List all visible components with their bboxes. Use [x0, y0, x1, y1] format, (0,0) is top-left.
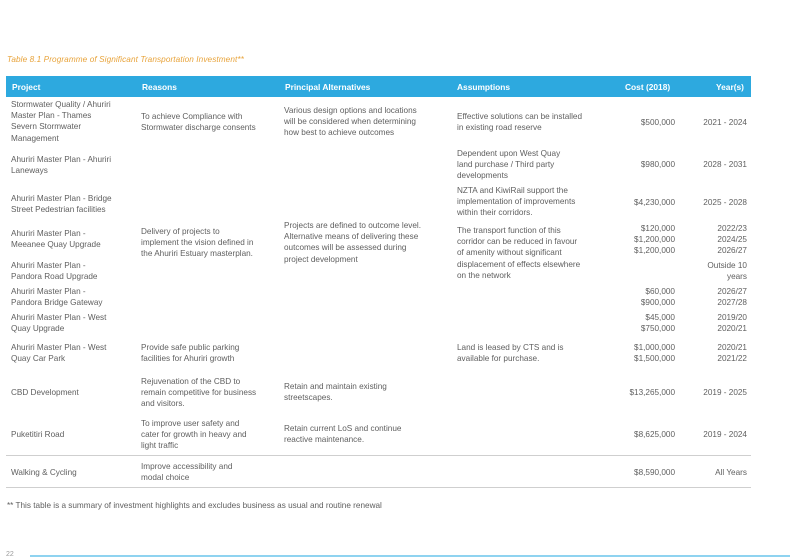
cell-project-pandora-bridge: Ahuriri Master Plan -Pandora Bridge Gate…	[11, 287, 103, 308]
cell-cost-pandora-bridge: $60,000$900,000	[640, 287, 675, 308]
table-bottom-rule	[6, 487, 751, 488]
cell-cost-puketitiri: $8,625,000	[634, 430, 675, 439]
cell-years-stormwater: 2021 - 2024	[703, 118, 747, 127]
cell-cost-cbd: $13,265,000	[629, 388, 675, 397]
table-header: Project Reasons Principal Alternatives A…	[6, 76, 751, 97]
cell-cost-laneways: $980,000	[640, 160, 675, 169]
cell-cost-west-quay-car: $1,000,000$1,500,000	[634, 343, 675, 364]
cell-years-bridge-street: 2025 - 2028	[703, 198, 747, 207]
header-reasons: Reasons	[142, 82, 177, 92]
footer-line	[30, 555, 790, 557]
header-project: Project	[12, 82, 41, 92]
header-alternatives: Principal Alternatives	[285, 82, 371, 92]
cell-project-puketitiri: Puketitiri Road	[11, 430, 65, 439]
cell-project-pandora-road: Ahuriri Master Plan -Pandora Road Upgrad…	[11, 261, 98, 282]
cell-cost-meeanee: $120,000$1,200,000$1,200,000	[634, 224, 675, 256]
cell-alternatives-ahuriri: Projects are defined to outcome level.Al…	[284, 221, 421, 264]
row-divider	[6, 455, 751, 456]
page-number: 22	[6, 551, 14, 558]
cell-cost-stormwater: $500,000	[640, 118, 675, 127]
header-cost: Cost (2018)	[625, 82, 671, 92]
cell-cost-walking: $8,590,000	[634, 468, 675, 477]
cell-years-cbd: 2019 - 2025	[703, 388, 747, 397]
cell-project-cbd: CBD Development	[11, 388, 79, 397]
header-assumptions: Assumptions	[457, 82, 511, 92]
cell-years-laneways: 2028 - 2031	[703, 160, 747, 169]
cell-years-puketitiri: 2019 - 2024	[703, 430, 747, 439]
table-caption: Table 8.1 Programme of Significant Trans…	[7, 55, 244, 64]
cell-project-walking: Walking & Cycling	[11, 468, 77, 477]
cell-project-meeanee: Ahuriri Master Plan -Meeanee Quay Upgrad…	[11, 229, 101, 250]
cell-cost-west-quay-upgrade: $45,000$750,000	[640, 313, 675, 334]
table-footnote: ** This table is a summary of investment…	[7, 501, 382, 510]
cell-cost-bridge-street: $4,230,000	[634, 198, 675, 207]
cell-years-walking: All Years	[715, 468, 747, 477]
header-years: Year(s)	[716, 82, 744, 92]
